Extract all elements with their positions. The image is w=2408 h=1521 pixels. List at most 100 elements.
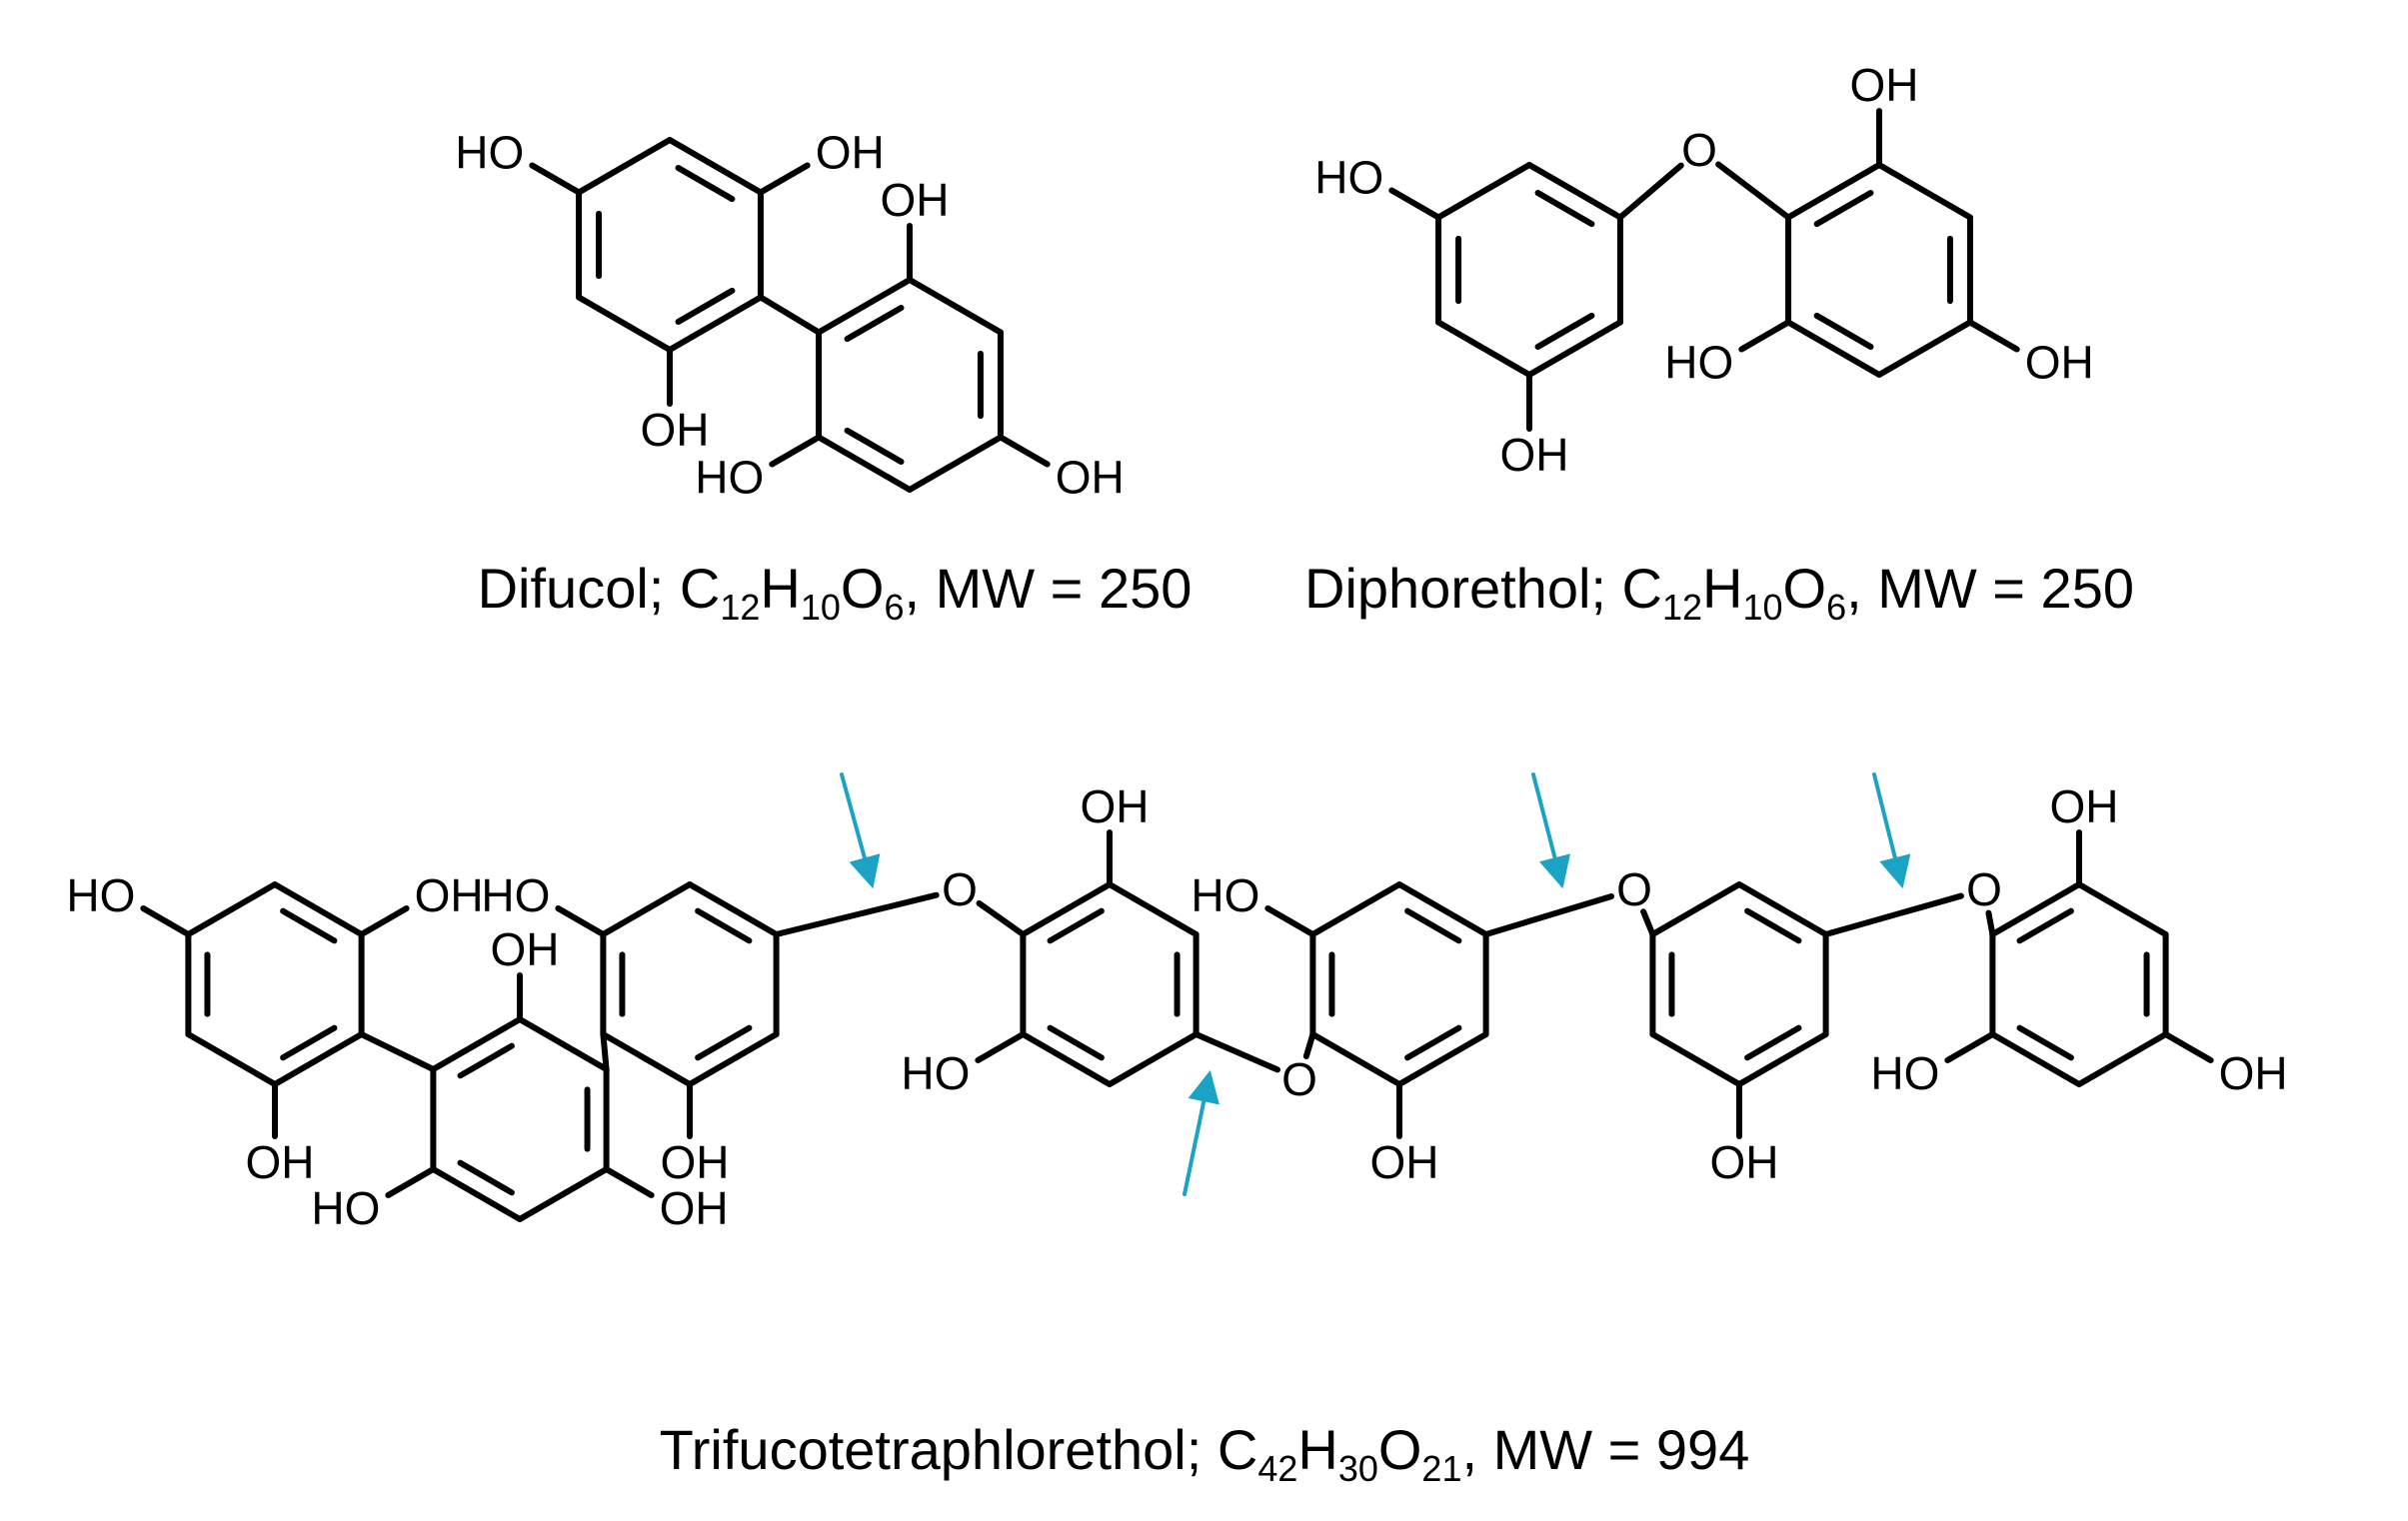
difucol-ring-b-ring-bond bbox=[816, 277, 913, 336]
tri-ring-g-double-bond bbox=[2016, 907, 2074, 944]
tri-oh-f1: OH bbox=[1710, 1136, 1779, 1188]
tri-ring-d-ring-bond bbox=[1020, 881, 1113, 937]
tri-ring-f-double-bond bbox=[1744, 1024, 1802, 1061]
tri-ring-f-ring-bond bbox=[1736, 1031, 1829, 1087]
tri-ether-bond-f-o4 bbox=[1822, 892, 1964, 937]
captions-layer: Difucol; C12H10O6, MW = 250 Diphorethol;… bbox=[478, 557, 2134, 1489]
tri-ether-oxygen-4: O bbox=[1966, 863, 2002, 915]
diphorethol-ether-oxygen: O bbox=[1681, 124, 1717, 176]
tri-ring-a-double-bond bbox=[280, 907, 338, 944]
tri-oh-a3: OH bbox=[246, 1136, 315, 1188]
diphorethol-ring-a-double-bond bbox=[1534, 190, 1595, 228]
tri-oh-g2: HO bbox=[1870, 1047, 1939, 1099]
tri-ring-d-double-bond bbox=[1047, 1024, 1105, 1061]
diphorethol-ring-b-ring-bond bbox=[1785, 162, 1882, 221]
diphorethol-oh-b3: OH bbox=[2025, 337, 2094, 389]
tri-oh-b3-bond bbox=[603, 1166, 655, 1198]
difucol-oh-b3-bond bbox=[997, 434, 1051, 468]
diphorethol-ring-a-ring-bond bbox=[1435, 162, 1532, 221]
tri-ring-b-ring-bond bbox=[517, 1016, 610, 1072]
diphorethol-oh-b3-bond bbox=[1966, 319, 2020, 353]
tri-ring-g-ring-bond bbox=[1989, 881, 2082, 937]
tri-ring-a-ring-bond bbox=[185, 1031, 278, 1087]
tri-ring-e-ring-bond bbox=[1309, 1031, 1402, 1087]
tri-arrow-4 bbox=[1872, 772, 1911, 889]
diphorethol-ether-bond-b bbox=[1715, 161, 1792, 221]
arrows-layer bbox=[840, 772, 1911, 1196]
tri-oh-b3: OH bbox=[660, 1182, 729, 1234]
tri-ring-b-double-bond bbox=[457, 1042, 515, 1079]
tri-oh-d2: HO bbox=[901, 1047, 970, 1099]
tri-oh-a2: OH bbox=[415, 869, 484, 921]
difucol-ring-b-double-bond bbox=[844, 305, 905, 343]
difucol-oh-a2-bond bbox=[757, 162, 811, 196]
difucol-oh-b1: OH bbox=[881, 174, 950, 226]
tri-ring-f-double-bond bbox=[1744, 907, 1802, 944]
tri-ring-c-ring-bond bbox=[600, 1031, 693, 1087]
tri-oh-c2: OH bbox=[661, 1136, 730, 1188]
tri-ring-d-ring-bond bbox=[1107, 1031, 1200, 1087]
difucol-ring-a-ring-bond bbox=[667, 137, 764, 196]
tri-biaryl-bond-bc bbox=[600, 1031, 610, 1072]
tri-oh-b2-bond bbox=[385, 1166, 437, 1198]
tri-oh-c1-bond bbox=[555, 905, 607, 937]
tri-ring-c-ring-bond bbox=[687, 881, 780, 937]
diphorethol-oh-a1-bond bbox=[1388, 187, 1442, 221]
tri-oh-c1: HO bbox=[481, 869, 550, 921]
tri-ether-oxygen-1: O bbox=[942, 863, 978, 915]
difucol-ring-b-ring-bond bbox=[907, 434, 1004, 493]
bonds-layer bbox=[140, 108, 2214, 1222]
tri-ring-f-ring-bond bbox=[1649, 881, 1742, 937]
tri-ether-bond-o2-e bbox=[1302, 1031, 1316, 1059]
tri-oh-a1-bond bbox=[140, 905, 192, 937]
difucol-oh-a2: OH bbox=[816, 127, 885, 179]
diphorethol-ring-b-ring-bond bbox=[1785, 319, 1882, 378]
tri-ring-d-double-bond bbox=[1047, 907, 1105, 944]
tri-ether-bond-d-o2 bbox=[1193, 1031, 1280, 1073]
difucol-ring-a-ring-bond bbox=[576, 294, 673, 353]
difucol-oh-b2: HO bbox=[695, 452, 764, 504]
tri-ring-a-double-bond bbox=[280, 1024, 338, 1061]
tri-oh-d1: OH bbox=[1081, 780, 1150, 832]
difucol-oh-a1: HO bbox=[455, 127, 524, 179]
tri-ring-f-ring-bond bbox=[1649, 1031, 1742, 1087]
caption-trifucotetraphlorethol: Trifucotetraphlorethol; C42H30O21, MW = … bbox=[660, 1418, 1750, 1489]
tri-ether-bond-c-o1 bbox=[773, 891, 940, 937]
difucol-biaryl-bond bbox=[757, 294, 823, 336]
difucol-ring-b-ring-bond bbox=[907, 277, 1004, 336]
tri-ring-d-ring-bond bbox=[1020, 1031, 1113, 1087]
tri-ether-bond-o3-f bbox=[1640, 908, 1656, 937]
tri-ring-c-double-bond bbox=[695, 907, 753, 944]
tri-oh-g3-bond bbox=[2162, 1031, 2214, 1063]
difucol-ring-a-double-bond bbox=[675, 165, 736, 203]
tri-ring-c-double-bond bbox=[695, 1024, 753, 1061]
tri-ring-a-ring-bond bbox=[272, 1031, 365, 1087]
tri-oh-b2: HO bbox=[311, 1182, 380, 1234]
diphorethol-ring-b-double-bond bbox=[1813, 312, 1874, 350]
difucol-ring-a-ring-bond bbox=[667, 294, 764, 353]
diphorethol-oh-b1: OH bbox=[1850, 59, 1919, 111]
tri-oh-e1: HO bbox=[1191, 869, 1259, 921]
tri-oh-g2-bond bbox=[1944, 1031, 1996, 1063]
tri-oh-e1-bond bbox=[1264, 905, 1316, 937]
tri-oh-g1: OH bbox=[2050, 780, 2119, 832]
difucol-oh-a3: OH bbox=[641, 404, 710, 456]
tri-oh-a1: HO bbox=[66, 869, 135, 921]
tri-ring-c-ring-bond bbox=[600, 881, 693, 937]
tri-ring-c-ring-bond bbox=[687, 1031, 780, 1087]
tri-ether-bond-e-o3 bbox=[1482, 892, 1615, 937]
tri-ring-a-ring-bond bbox=[185, 881, 278, 937]
tri-ring-b-ring-bond bbox=[430, 1166, 523, 1222]
tri-ring-a-ring-bond bbox=[272, 881, 365, 937]
tri-oh-e2: OH bbox=[1370, 1136, 1439, 1188]
tri-arrow-3 bbox=[1531, 772, 1570, 889]
difucol-ring-a-double-bond bbox=[675, 287, 736, 325]
tri-ether-oxygen-2: O bbox=[1281, 1053, 1317, 1105]
tri-ring-b-ring-bond bbox=[517, 1166, 610, 1222]
difucol-oh-b2-bond bbox=[769, 434, 823, 468]
diphorethol-ether-bond-a bbox=[1616, 162, 1684, 221]
tri-biaryl-bond-ab bbox=[358, 1031, 437, 1072]
tri-ring-e-ring-bond bbox=[1396, 881, 1489, 937]
